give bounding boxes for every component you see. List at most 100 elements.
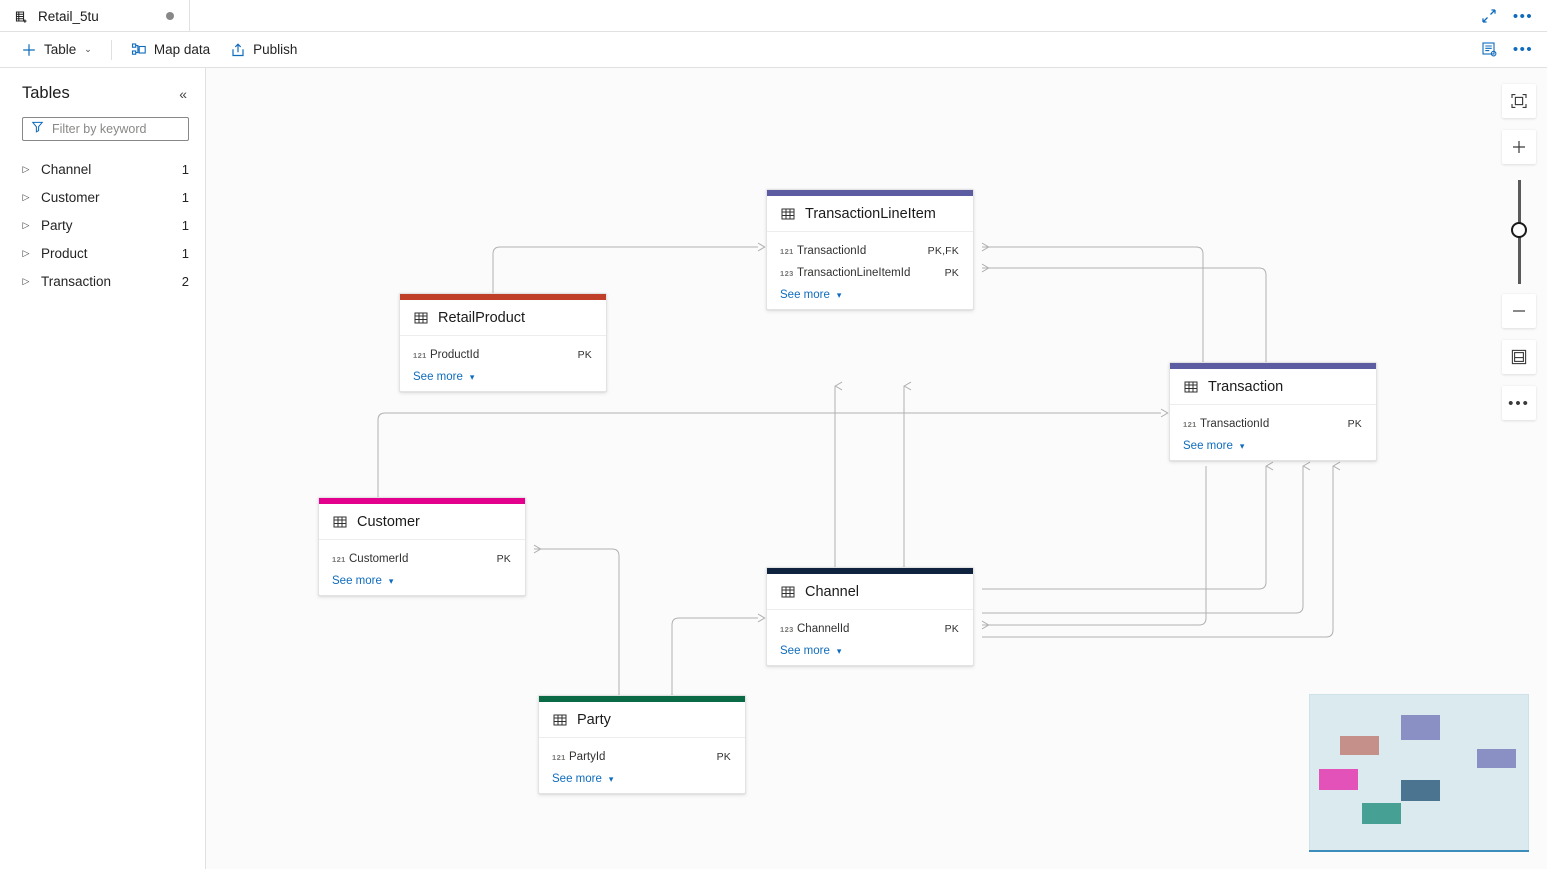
table-icon: [1184, 380, 1198, 394]
tab-title: Retail_5tu: [38, 8, 99, 24]
field-row[interactable]: 121 TransactionId PK,FK: [767, 240, 973, 262]
field-type-icon: 121: [1183, 419, 1197, 429]
field-key-badge: PK: [944, 267, 959, 279]
zoom-slider[interactable]: [1502, 176, 1536, 288]
entity-header[interactable]: Transaction: [1170, 369, 1376, 405]
entity-fields: 121 TransactionId PK,FK 123 TransactionL…: [767, 232, 973, 309]
entity-card-channel[interactable]: Channel 123 ChannelId PK See more ▾: [766, 567, 974, 666]
see-more-label: See more: [780, 645, 830, 657]
diagram-canvas[interactable]: TransactionLineItem 121 TransactionId PK…: [206, 68, 1547, 869]
sidebar-item-transaction[interactable]: ▷ Transaction 2: [0, 267, 205, 295]
zoom-out-button[interactable]: [1502, 294, 1536, 328]
field-row[interactable]: 121 PartyId PK: [539, 746, 745, 768]
entity-name: TransactionLineItem: [805, 205, 936, 222]
see-more-label: See more: [413, 371, 463, 383]
field-row[interactable]: 123 TransactionLineItemId PK: [767, 262, 973, 284]
entity-card-customer[interactable]: Customer 121 CustomerId PK See more ▾: [318, 497, 526, 596]
sidebar-item-label: Party: [41, 217, 73, 233]
sidebar-item-channel[interactable]: ▷ Channel 1: [0, 155, 205, 183]
sidebar-item-customer[interactable]: ▷ Customer 1: [0, 183, 205, 211]
chevron-down-icon: ▾: [469, 371, 475, 382]
new-table-button[interactable]: Table ⌄: [12, 36, 101, 64]
minimap-node: [1477, 749, 1516, 768]
search-input[interactable]: [52, 122, 180, 136]
chevron-right-icon[interactable]: ▷: [22, 247, 30, 258]
relationship-edges: [377, 242, 1341, 695]
field-type-icon: 121: [332, 554, 346, 564]
command-bar-more-button[interactable]: •••: [1509, 37, 1537, 63]
sidebar-item-label: Customer: [41, 189, 100, 205]
field-key-badge: PK: [577, 349, 592, 361]
see-more-button[interactable]: See more ▾: [400, 366, 606, 385]
entity-card-transaction[interactable]: Transaction 121 TransactionId PK See mor…: [1169, 362, 1377, 461]
expand-icon[interactable]: [1475, 3, 1503, 29]
entity-color-bar: [767, 190, 973, 196]
plus-icon: [21, 42, 37, 58]
chevron-down-icon: ▾: [1239, 440, 1245, 451]
publish-button[interactable]: Publish: [221, 36, 306, 64]
command-bar-right-actions: •••: [1475, 37, 1547, 63]
entity-fields: 121 TransactionId PK See more ▾: [1170, 405, 1376, 460]
entity-card-transactionlineitem[interactable]: TransactionLineItem 121 TransactionId PK…: [766, 189, 974, 310]
entity-header[interactable]: RetailProduct: [400, 300, 606, 336]
entity-card-party[interactable]: Party 121 PartyId PK See more ▾: [538, 695, 746, 794]
entity-card-retailproduct[interactable]: RetailProduct 121 ProductId PK See more …: [399, 293, 607, 392]
entity-header[interactable]: Party: [539, 702, 745, 738]
field-key-badge: PK,FK: [927, 245, 959, 257]
hierarchy-icon: [131, 42, 147, 58]
zoom-in-button[interactable]: [1502, 130, 1536, 164]
sidebar-item-party[interactable]: ▷ Party 1: [0, 211, 205, 239]
chevron-right-icon[interactable]: ▷: [22, 219, 30, 230]
field-row[interactable]: 121 CustomerId PK: [319, 548, 525, 570]
minimap-node: [1401, 715, 1440, 740]
canvas-more-button[interactable]: •••: [1502, 386, 1536, 420]
see-more-button[interactable]: See more ▾: [319, 570, 525, 589]
field-row[interactable]: 123 ChannelId PK: [767, 618, 973, 640]
chevron-right-icon[interactable]: ▷: [22, 191, 30, 202]
table-icon: [781, 207, 795, 221]
see-more-label: See more: [780, 289, 830, 301]
entity-header[interactable]: TransactionLineItem: [767, 196, 973, 232]
titlebar-more-label: •••: [1512, 7, 1534, 25]
upload-icon: [230, 42, 246, 58]
entity-header[interactable]: Channel: [767, 574, 973, 610]
collapse-sidebar-button[interactable]: «: [179, 85, 187, 102]
see-more-button[interactable]: See more ▾: [539, 768, 745, 787]
filter-box[interactable]: [22, 117, 189, 141]
filter-container: [0, 103, 205, 141]
see-more-label: See more: [332, 575, 382, 587]
field-row[interactable]: 121 ProductId PK: [400, 344, 606, 366]
minimap-node: [1362, 803, 1401, 824]
field-name: TransactionId: [797, 245, 867, 257]
see-more-button[interactable]: See more ▾: [1170, 435, 1376, 454]
tables-sidebar: Tables « ▷ Channel 1 ▷ Customer: [0, 68, 206, 869]
entity-fields: 121 CustomerId PK See more ▾: [319, 540, 525, 595]
titlebar-more-button[interactable]: •••: [1509, 3, 1537, 29]
sidebar-header: Tables «: [0, 68, 205, 103]
list-settings-icon[interactable]: [1475, 37, 1503, 63]
chevron-right-icon[interactable]: ▷: [22, 163, 30, 174]
field-name: ProductId: [430, 349, 480, 361]
entity-name: Channel: [805, 583, 860, 600]
see-more-button[interactable]: See more ▾: [767, 284, 973, 303]
see-more-button[interactable]: See more ▾: [767, 640, 973, 659]
sidebar-item-product[interactable]: ▷ Product 1: [0, 239, 205, 267]
entity-header[interactable]: Customer: [319, 504, 525, 540]
publish-label: Publish: [253, 42, 298, 57]
minimap-node: [1340, 736, 1379, 755]
zoom-slider-thumb[interactable]: [1511, 222, 1527, 238]
table-icon: [333, 515, 347, 529]
minimap-toggle-button[interactable]: [1502, 340, 1536, 374]
map-data-button[interactable]: Map data: [122, 36, 219, 64]
sidebar-item-label: Product: [41, 245, 88, 261]
map-data-label: Map data: [153, 42, 211, 57]
minimap[interactable]: [1309, 694, 1529, 852]
field-row[interactable]: 121 TransactionId PK: [1170, 413, 1376, 435]
sidebar-item-label: Transaction: [41, 273, 112, 289]
chevron-right-icon[interactable]: ▷: [22, 275, 30, 286]
sidebar-item-label: Channel: [41, 161, 92, 177]
entity-fields: 123 ChannelId PK See more ▾: [767, 610, 973, 665]
sidebar-item-count: 1: [181, 245, 189, 261]
tab-retail-5tu[interactable]: Retail_5tu: [0, 0, 190, 32]
fit-to-screen-button[interactable]: [1502, 84, 1536, 118]
